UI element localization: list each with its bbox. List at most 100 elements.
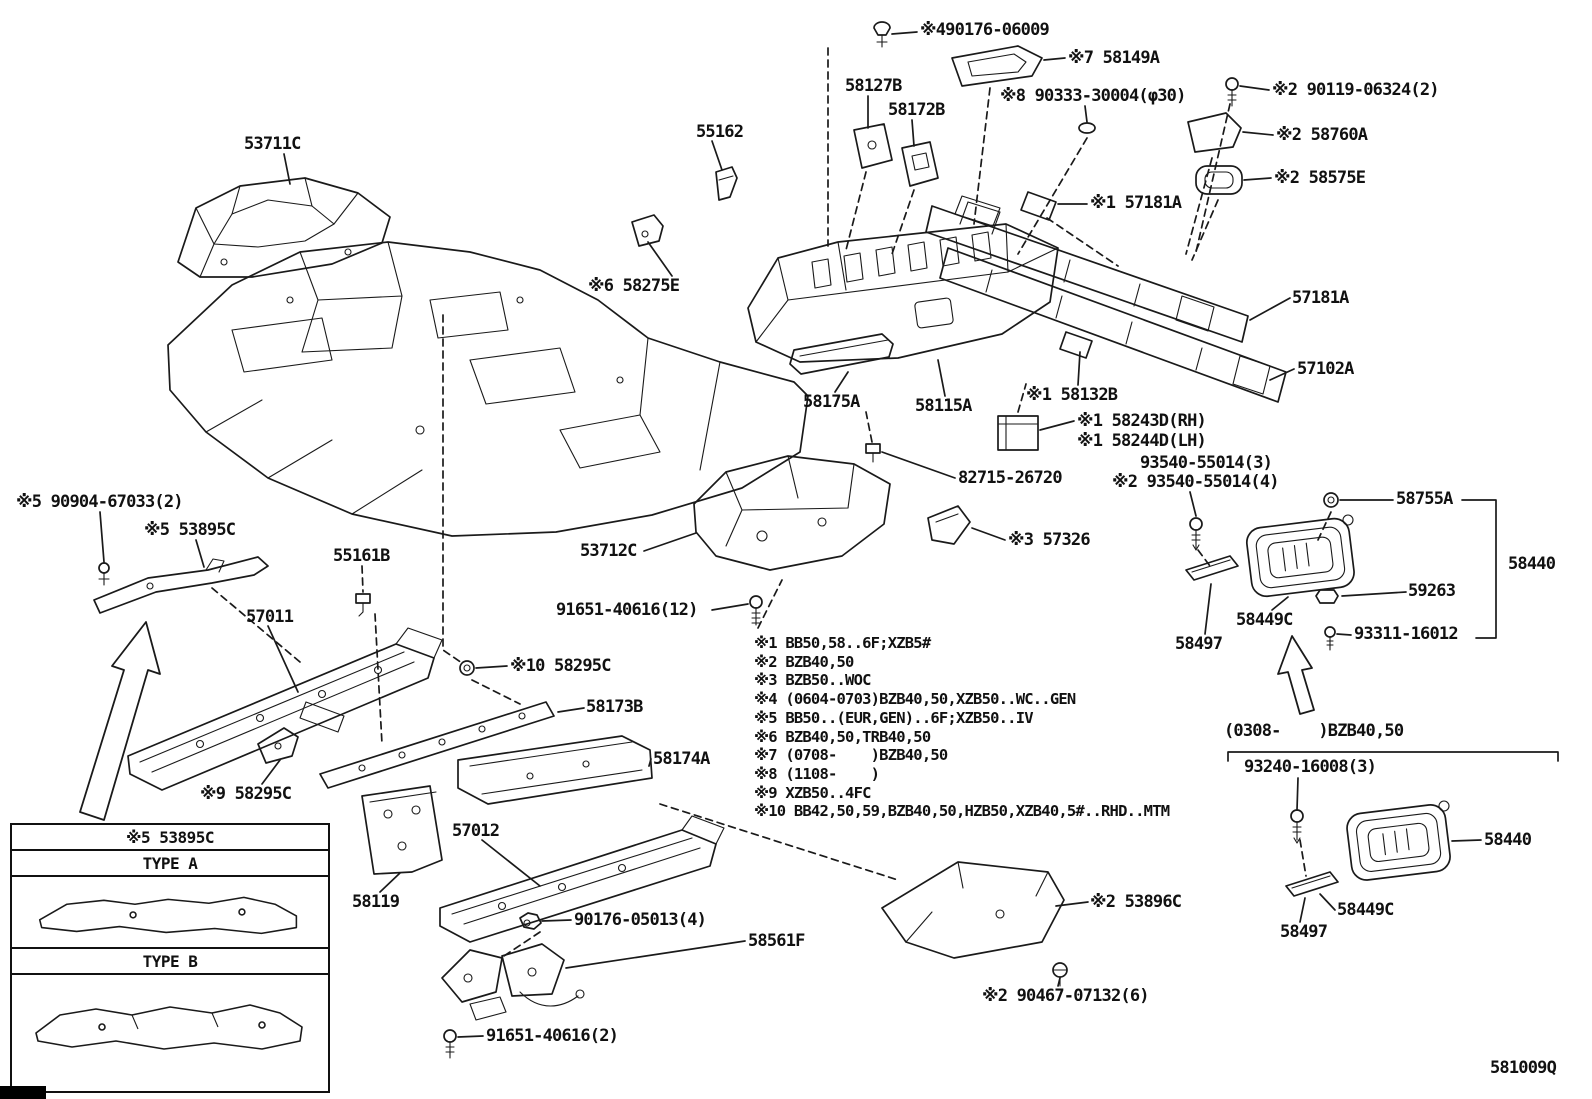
- part-55162-drawing: [715, 166, 738, 201]
- note-line-3: ※3 BZB50..WOC: [754, 671, 871, 690]
- part-label-58497-lower[interactable]: 58497: [1280, 922, 1328, 942]
- part-label-58132b[interactable]: ※1 58132B: [1026, 385, 1118, 405]
- clip-490176-icon: [873, 21, 891, 48]
- note-line-4: ※4 (0604-0703)BZB40,50,XZB50..WC..GEN: [754, 690, 1076, 709]
- part-label-91651-40616-2[interactable]: 91651-40616(2): [486, 1026, 619, 1046]
- part-58149a-drawing: [951, 45, 1043, 87]
- part-58119-drawing: [361, 785, 443, 875]
- bolt-90119-icon: [1225, 77, 1239, 107]
- part-label-57326[interactable]: ※3 57326: [1008, 530, 1091, 550]
- part-label-59263[interactable]: 59263: [1408, 581, 1456, 601]
- part-label-57012[interactable]: 57012: [452, 821, 500, 841]
- type-box-part-ref[interactable]: ※5 53895C: [12, 825, 328, 851]
- part-58132b-drawing: [1059, 331, 1093, 359]
- part-57326-drawing: [927, 505, 971, 545]
- part-label-93540-55014-4[interactable]: ※2 93540-55014(4): [1112, 472, 1279, 492]
- part-label-58755a[interactable]: 58755A: [1396, 489, 1453, 509]
- part-label-57011[interactable]: 57011: [246, 607, 294, 627]
- corner-tag: [0, 1086, 46, 1099]
- part-label-93311-16012[interactable]: 93311-16012: [1354, 624, 1459, 644]
- part-label-58295c-10[interactable]: ※10 58295C: [510, 656, 611, 676]
- screw-93240-icon: [1290, 809, 1304, 844]
- part-label-93240-16008[interactable]: 93240-16008(3): [1244, 757, 1377, 777]
- part-58440-upper-drawing: [1245, 517, 1355, 598]
- clip-55161b-icon: [355, 593, 371, 617]
- note-line-1: ※1 BB50,58..6F;XZB5#: [754, 634, 931, 652]
- note-line-10: ※10 BB42,50,59,BZB40,50,HZB50,XZB40,5#..…: [754, 802, 1170, 821]
- part-label-57102a[interactable]: 57102A: [1297, 359, 1354, 379]
- part-57012-drawing: [439, 815, 725, 943]
- reference-arrow-right: [1277, 635, 1315, 715]
- type-a-part-drawing: [12, 896, 328, 949]
- part-label-58295c-9[interactable]: ※9 58295C: [200, 784, 292, 804]
- part-58575e-drawing: [1195, 165, 1243, 195]
- part-label-58174a[interactable]: 58174A: [653, 749, 710, 769]
- part-label-58440-lower[interactable]: 58440: [1484, 830, 1532, 850]
- part-label-57181a-1[interactable]: ※1 57181A: [1090, 193, 1182, 213]
- note-line-8: ※8 (1108- ): [754, 764, 880, 783]
- note-line-2: ※2 BZB40,50: [754, 652, 854, 671]
- part-label-57181a-2[interactable]: 57181A: [1292, 288, 1349, 308]
- part-57181a-drawing: [925, 195, 1249, 343]
- part-label-58243d[interactable]: ※1 58243D(RH): [1077, 411, 1207, 431]
- part-58440-lower-drawing: [1346, 804, 1451, 881]
- part-58127b-drawing: [853, 123, 893, 169]
- part-label-90904-67033[interactable]: ※5 90904-67033(2): [16, 492, 183, 512]
- clip-90904-icon: [98, 562, 110, 586]
- part-label-58115a[interactable]: 58115A: [915, 396, 972, 416]
- part-label-58440-upper[interactable]: 58440: [1508, 554, 1556, 574]
- note-line-6: ※6 BZB40,50,TRB40,50: [754, 727, 931, 746]
- part-label-58561f[interactable]: 58561F: [748, 931, 805, 951]
- part-label-490176-06009[interactable]: ※490176-06009: [920, 20, 1050, 40]
- part-58440-upper-tab: [1342, 514, 1354, 526]
- part-label-53711c[interactable]: 53711C: [244, 134, 301, 154]
- part-label-55161b[interactable]: 55161B: [333, 546, 390, 566]
- part-label-53712c[interactable]: 53712C: [580, 541, 637, 561]
- part-label-58173b[interactable]: 58173B: [586, 697, 643, 717]
- part-label-58175a[interactable]: 58175A: [803, 392, 860, 412]
- grommet-90333-icon: [1078, 122, 1096, 134]
- part-58174a-drawing: [457, 735, 653, 805]
- part-label-93540-55014-3[interactable]: 93540-55014(3): [1140, 453, 1273, 473]
- part-53895c-drawing: [93, 556, 269, 614]
- part-label-90119-06324[interactable]: ※2 90119-06324(2): [1272, 80, 1439, 100]
- part-57181a-clip-drawing: [1020, 191, 1057, 221]
- part-floor-pan-drawing: [167, 241, 809, 537]
- nut-90176-icon: [519, 912, 542, 930]
- part-label-58127b[interactable]: 58127B: [845, 76, 902, 96]
- part-label-58244d[interactable]: ※1 58244D(LH): [1077, 431, 1207, 451]
- washer-58755a-icon: [1323, 492, 1339, 508]
- part-57102a-drawing: [939, 247, 1287, 403]
- note-line-5: ※5 BB50..(EUR,GEN)..6F;XZB50..IV: [754, 708, 1034, 727]
- part-label-bzb-note: (0308- )BZB40,50: [1224, 721, 1404, 741]
- part-label-53895c[interactable]: ※5 53895C: [144, 520, 236, 540]
- part-58115a-drawing: [747, 223, 1059, 363]
- part-label-58760a[interactable]: ※2 58760A: [1276, 125, 1368, 145]
- part-label-58497-upper[interactable]: 58497: [1175, 634, 1223, 654]
- part-58295c-9-drawing: [257, 727, 299, 764]
- part-58275e-drawing: [631, 214, 664, 247]
- part-58172b-drawing: [901, 141, 939, 187]
- part-label-58172b[interactable]: 58172B: [888, 100, 945, 120]
- part-label-58449c-upper[interactable]: 58449C: [1236, 610, 1293, 630]
- part-label-58575e[interactable]: ※2 58575E: [1274, 168, 1366, 188]
- part-label-91651-40616-12[interactable]: 91651-40616(12): [556, 600, 698, 620]
- grommet-59263-icon: [1315, 589, 1339, 604]
- part-label-58119[interactable]: 58119: [352, 892, 400, 912]
- part-label-53896c[interactable]: ※2 53896C: [1090, 892, 1182, 912]
- type-b-part-drawing: [35, 1004, 303, 1050]
- type-a-heading: TYPE A: [12, 851, 328, 877]
- part-label-90176-05013[interactable]: 90176-05013(4): [574, 910, 707, 930]
- part-label-90467-07132[interactable]: ※2 90467-07132(6): [982, 986, 1149, 1006]
- bolt-91651-2-icon: [443, 1029, 457, 1059]
- part-label-82715-26720[interactable]: 82715-26720: [958, 468, 1063, 488]
- note-line-9: ※9 XZB50..4FC: [754, 783, 871, 802]
- part-label-58149a[interactable]: ※7 58149A: [1068, 48, 1160, 68]
- part-label-90333-30004[interactable]: ※8 90333-30004(φ30): [1000, 86, 1186, 106]
- part-label-55162[interactable]: 55162: [696, 122, 744, 142]
- bolt-93311-icon: [1324, 626, 1336, 651]
- part-label-58449c-lower[interactable]: 58449C: [1337, 900, 1394, 920]
- part-label-58275e[interactable]: ※6 58275E: [588, 276, 680, 296]
